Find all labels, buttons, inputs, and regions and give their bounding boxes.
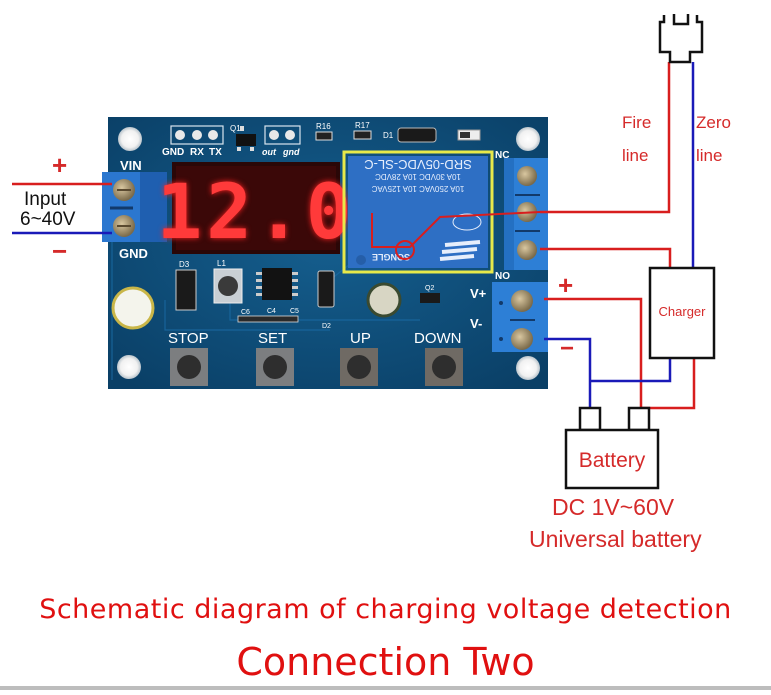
q2-transistor xyxy=(420,293,440,303)
l1-label: L1 xyxy=(217,259,226,268)
mounting-hole xyxy=(117,355,141,379)
diode-d1 xyxy=(397,127,437,143)
battery-positive-terminal xyxy=(627,406,651,432)
button-stop[interactable]: STOP xyxy=(168,330,209,386)
screw-no[interactable] xyxy=(517,240,537,260)
button-down[interactable]: DOWN xyxy=(414,330,463,386)
input-plus-sign: + xyxy=(52,150,68,180)
bottom-scrollbar xyxy=(0,686,771,690)
relay-internal-path xyxy=(371,211,541,248)
zero-line-label-2: line xyxy=(696,146,723,165)
power-plug xyxy=(658,14,704,64)
diagram-title: Schematic diagram of charging voltage de… xyxy=(39,594,732,625)
resistor-r17 xyxy=(353,130,372,140)
no-label: NO xyxy=(495,271,510,282)
seven-segment-display: 12.0 xyxy=(156,162,355,256)
header-tx-label: TX xyxy=(209,147,222,158)
battery-spec-line1: DC 1V~60V xyxy=(552,494,675,520)
d1-label: D1 xyxy=(383,131,394,140)
fire-line-label-1: Fire xyxy=(622,113,652,132)
q1-label: Q1 xyxy=(230,124,241,133)
serial-header xyxy=(170,125,224,145)
vminus-to-battery-wire xyxy=(544,337,592,408)
vplus-to-battery-wire xyxy=(544,297,643,408)
charger-box xyxy=(648,266,716,360)
battery-spec-line2: Universal battery xyxy=(529,526,702,552)
r16-label: R16 xyxy=(316,122,331,131)
battery-label: Battery xyxy=(579,449,646,472)
display-value: 12.0 xyxy=(156,167,355,256)
d3-label: D3 xyxy=(179,260,190,269)
mounting-hole xyxy=(118,127,142,151)
relay-rating-dc: 10A 30VDC 10A 28VDC xyxy=(375,172,461,181)
fire-line-wire xyxy=(540,62,671,214)
button-set-cap[interactable] xyxy=(263,355,287,379)
q2-label: Q2 xyxy=(425,285,434,292)
relay-module-board: VIN GND GND RX TX Q1 out gnd R16 R17 D1 xyxy=(102,117,548,389)
relay: SRD-05VDC-SL-C 10A 30VDC 10A 28VDC 10A 2… xyxy=(342,150,494,274)
diode-d3 xyxy=(175,269,197,311)
header-gnd-label: GND xyxy=(162,147,184,158)
resistor-r16 xyxy=(315,131,333,141)
header-rx-label: RX xyxy=(190,147,204,158)
battery-body xyxy=(564,428,660,490)
button-down-cap[interactable] xyxy=(432,355,456,379)
mounting-hole xyxy=(516,127,540,151)
screw-nc[interactable] xyxy=(517,166,537,186)
vminus-label: V- xyxy=(470,316,482,331)
smd-capacitors xyxy=(237,315,299,323)
button-set-label: SET xyxy=(258,330,287,347)
input-minus-sign: − xyxy=(52,236,68,266)
button-up-label: UP xyxy=(350,330,371,347)
nc-label: NC xyxy=(495,150,509,161)
charger-negative-wire xyxy=(590,358,672,383)
button-set[interactable]: SET xyxy=(256,330,294,386)
button-up[interactable]: UP xyxy=(340,330,378,386)
gnd-label: GND xyxy=(119,246,148,261)
gnd2-label: gnd xyxy=(282,147,300,157)
wiring xyxy=(12,62,696,410)
relay-rating-ac: 10A 250VAC 10A 125VAC xyxy=(371,184,464,193)
battery: Battery xyxy=(564,406,660,490)
screw-vplus[interactable] xyxy=(511,290,533,312)
r17-label: R17 xyxy=(355,121,370,130)
c5-label: C5 xyxy=(290,308,299,315)
vplus-label: V+ xyxy=(470,286,487,301)
charger-positive-wire xyxy=(641,358,696,410)
plug-icon xyxy=(658,15,704,64)
out-label: out xyxy=(262,147,277,157)
ic-chip xyxy=(262,268,292,300)
button-down-label: DOWN xyxy=(414,330,462,347)
battery-negative-terminal xyxy=(578,406,602,432)
c4-label: C4 xyxy=(267,308,276,315)
diagram-subtitle: Connection Two xyxy=(236,640,535,684)
buzzer xyxy=(366,282,402,318)
output-plus-sign: + xyxy=(558,270,574,300)
button-stop-cap[interactable] xyxy=(177,355,201,379)
c6-label: C6 xyxy=(241,309,250,316)
input-label-line2: 6~40V xyxy=(20,209,76,230)
screw-vminus[interactable] xyxy=(511,328,533,350)
mounting-hole xyxy=(516,356,540,380)
relay-contact-highlight xyxy=(395,240,415,260)
zero-line-label-1: Zero xyxy=(696,113,731,132)
output-minus-sign: − xyxy=(560,335,575,362)
voltage-sense-terminal-block xyxy=(492,282,548,352)
button-up-cap[interactable] xyxy=(347,355,371,379)
relay-model: SRD-05VDC-SL-C xyxy=(364,157,472,172)
vin-label: VIN xyxy=(120,158,142,173)
input-label-line1: Input xyxy=(24,189,67,210)
charger-label: Charger xyxy=(659,304,707,319)
fire-line-label-2: line xyxy=(622,146,649,165)
relay-brand: SONGLE xyxy=(372,252,410,262)
diode-d2 xyxy=(317,270,335,308)
output-header xyxy=(264,125,301,145)
d2-label: D2 xyxy=(322,323,331,330)
relay-to-charger-wire xyxy=(540,247,672,268)
electrolytic-capacitor xyxy=(111,286,155,330)
q1-transistor xyxy=(236,134,256,146)
button-stop-label: STOP xyxy=(168,330,209,347)
